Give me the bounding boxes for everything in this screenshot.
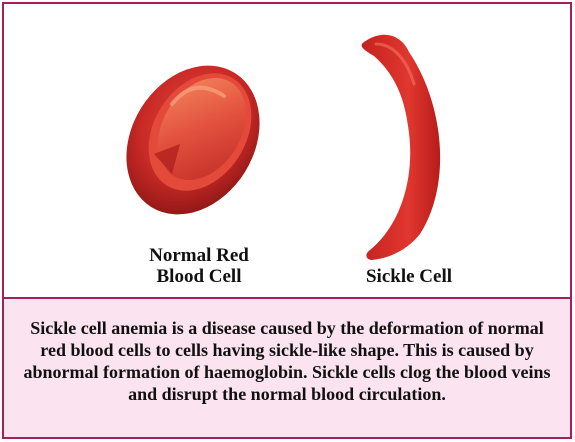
- normal-red-blood-cell-label: Normal Red Blood Cell: [124, 245, 274, 287]
- caption-text: Sickle cell anemia is a disease caused b…: [22, 317, 552, 405]
- sickle-cell: [362, 35, 441, 260]
- normal-red-blood-cell: [99, 41, 286, 240]
- caption-box: Sickle cell anemia is a disease caused b…: [4, 299, 570, 437]
- figure-illustration-area: Normal Red Blood Cell Sickle Cell: [4, 4, 570, 297]
- normal-label-line-1: Normal Red: [149, 245, 249, 266]
- normal-label-line-2: Blood Cell: [157, 266, 242, 287]
- sickle-cell-label: Sickle Cell: [339, 266, 479, 287]
- blood-cells-illustration: [4, 4, 570, 297]
